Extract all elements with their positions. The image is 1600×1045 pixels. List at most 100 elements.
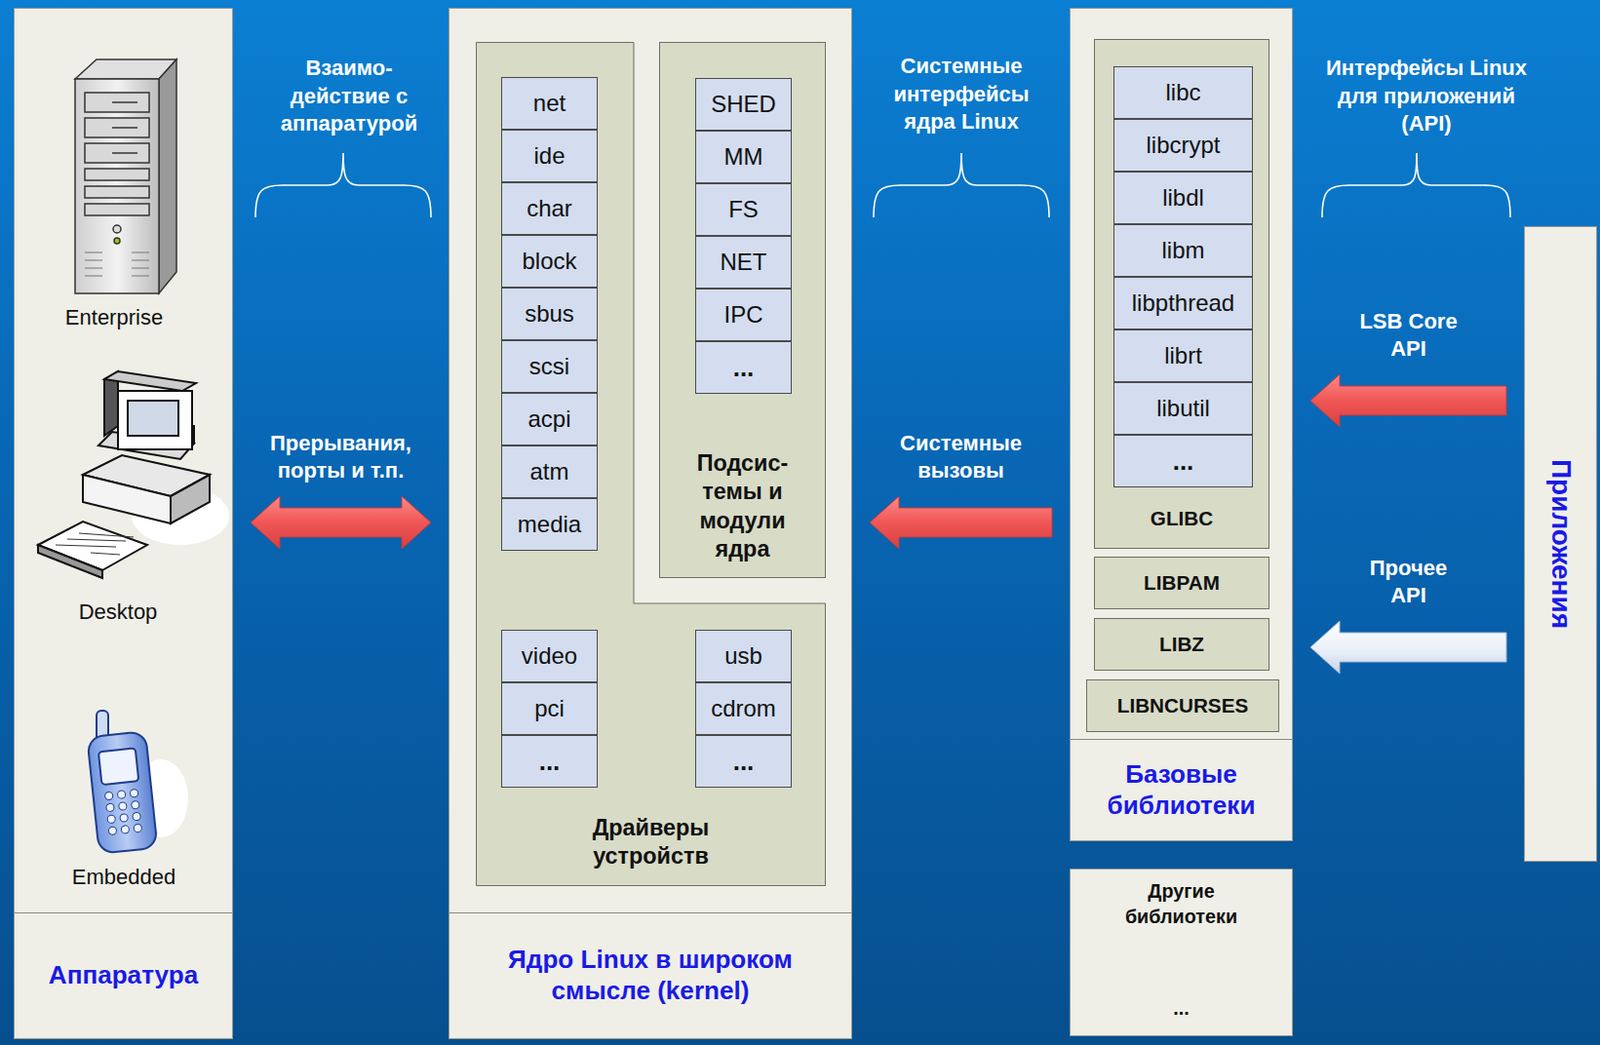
module-box: usb [695,629,792,683]
library-panel: Другие библиотеки... [1069,868,1293,1037]
edge-label: LSB Core API [1347,308,1470,364]
group-title: Драйверы устройств [475,814,826,872]
edge-label: Системные вызовы [878,429,1045,486]
module-name: libcrypt [1145,131,1220,159]
module-box: ide [501,129,598,183]
module-name: cdrom [710,695,777,723]
module-name: MM [724,143,764,171]
library-box: LIBNCURSES [1086,679,1280,733]
device-label: Enterprise [16,304,212,333]
module-name: libpthread [1131,289,1235,317]
module-name: libdl [1162,184,1205,212]
module-name: SHED [710,90,777,118]
library-box: LIBPAM [1093,556,1270,610]
module-name: block [521,247,577,275]
interface-heading: Интерфейсы Linux для приложений (API) [1315,54,1538,139]
module-name: IPC [723,301,763,329]
module-name: net [533,89,566,118]
library-name: Другие библиотеки [1070,879,1292,930]
module-name: video [521,642,578,670]
module-name: ... [733,746,755,778]
module-box: libc [1113,66,1253,119]
module-box: ... [695,341,792,394]
keypad-key [106,803,116,813]
module-box: libdl [1113,171,1253,225]
module-box: SHED [695,78,792,131]
module-box: FS [695,183,792,236]
block-arrow [1310,621,1507,674]
module-box: block [501,234,598,288]
application-panel: Приложения [1523,226,1598,862]
module-name: char [526,195,573,223]
module-name: pci [534,695,565,723]
module-box: libpthread [1113,276,1253,330]
layer-title: Базовые библиотеки [1070,739,1292,841]
module-name: media [517,510,582,539]
module-name: ... [539,746,561,778]
mobile-phone [86,710,189,855]
block-arrow [1310,374,1507,428]
keypad-key [120,824,130,834]
module-name: NET [720,248,768,276]
block-arrow [250,496,431,549]
layer-title: Ядро Linux в широком смысле (kernel) [449,912,852,1039]
module-name: scsi [529,352,570,381]
server-tower [75,59,177,294]
module-name: FS [728,195,759,224]
module-box: cdrom [695,682,792,736]
module-box: pci [501,682,598,736]
device-label: Desktop [20,598,216,627]
keypad-key [104,791,114,801]
library-name: LIBNCURSES [1087,680,1279,732]
library-name: LIBPAM [1094,557,1269,609]
module-box: video [501,629,598,683]
library-name: ... [1070,996,1292,1022]
keypad-key [117,790,126,800]
device-label: Embedded [26,863,222,893]
keypad-key [132,812,142,821]
module-box: acpi [501,392,598,446]
module-name: sbus [524,300,575,328]
module-box: libcrypt [1113,118,1253,172]
module-box: sbus [501,287,598,341]
module-name: ... [1172,446,1195,477]
module-name: ... [733,352,755,384]
module-name: librt [1164,342,1203,370]
keypad-key [107,815,117,824]
curly-brace [255,153,431,218]
module-box: net [501,77,598,130]
keypad-key [129,788,139,798]
layer-panel: Ядро Linux в широком смысле (kernel) Драй… [448,7,853,1040]
library-box: LIBZ [1093,618,1270,671]
module-box: ... [695,735,792,788]
module-box: MM [695,130,792,184]
module-name: libc [1165,78,1201,107]
module-name: atm [529,458,569,486]
module-box: NET [695,235,792,289]
interface-heading: Системные интерфейсы ядра Linux [877,52,1046,137]
group-title: Подсис- темы и модули ядра [660,449,825,564]
module-box: IPC [695,288,792,342]
module-box: libm [1113,224,1253,277]
keypad-key [130,800,140,810]
module-box: char [501,182,598,235]
module-box: media [501,498,598,551]
keypad-key [117,802,127,812]
curly-brace [873,153,1050,218]
module-box: libutil [1113,382,1253,435]
curly-brace [1322,153,1511,218]
module-name: usb [724,642,763,670]
block-arrow [869,496,1053,549]
library-name: LIBZ [1094,619,1269,670]
keypad-key [133,823,143,833]
module-box: atm [501,445,598,499]
desktop-computer [38,371,230,579]
keypad-key [119,814,129,823]
module-box: ... [501,735,598,788]
library-group: GLIBC libc libcrypt libdl libm libpthread libr… [1093,39,1270,549]
group-title: GLIBC [1094,507,1269,531]
module-name: libutil [1156,394,1210,423]
layer-title: Аппаратура [14,912,233,1039]
module-box: scsi [501,340,598,393]
module-box: ... [1113,434,1253,488]
